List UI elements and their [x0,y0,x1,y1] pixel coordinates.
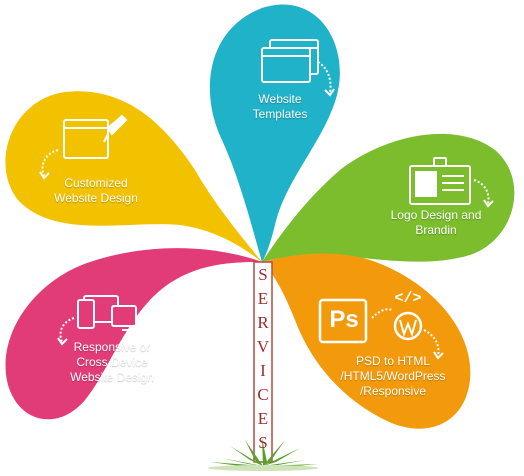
devices-icon [57,295,137,346]
stem-letter: S [258,265,268,284]
petal-label-templates: Website Templates [252,92,308,121]
grass-icon [210,438,318,467]
stem-letter: S [258,433,268,452]
petal-label-psd: PSD to HTML /HTML5/WordPress /Responsive [340,354,446,398]
petal-custom [5,91,262,262]
petal-label-custom: Customized Website Design [54,176,138,205]
ground [208,465,318,471]
code-icon: </> [394,290,422,307]
photoshop-label: Ps [329,306,359,333]
stem-letter: I [260,361,266,380]
stem-letter: E [257,289,269,308]
id-card-icon [409,157,494,208]
browser-brush-icon [39,114,128,180]
stem-letter: C [257,385,269,404]
stem-letter: E [257,409,269,428]
petal-label-responsive: Responsive or Cross Device Website Desig… [70,340,154,384]
photoshop-wordpress-code-icon [318,298,444,360]
stem-letter: R [257,313,269,332]
browser-windows-icon [261,39,335,97]
petal-responsive [5,248,262,420]
stem-letter: V [256,337,270,356]
petal-label-logo: Logo Design and Brandin [390,208,482,237]
